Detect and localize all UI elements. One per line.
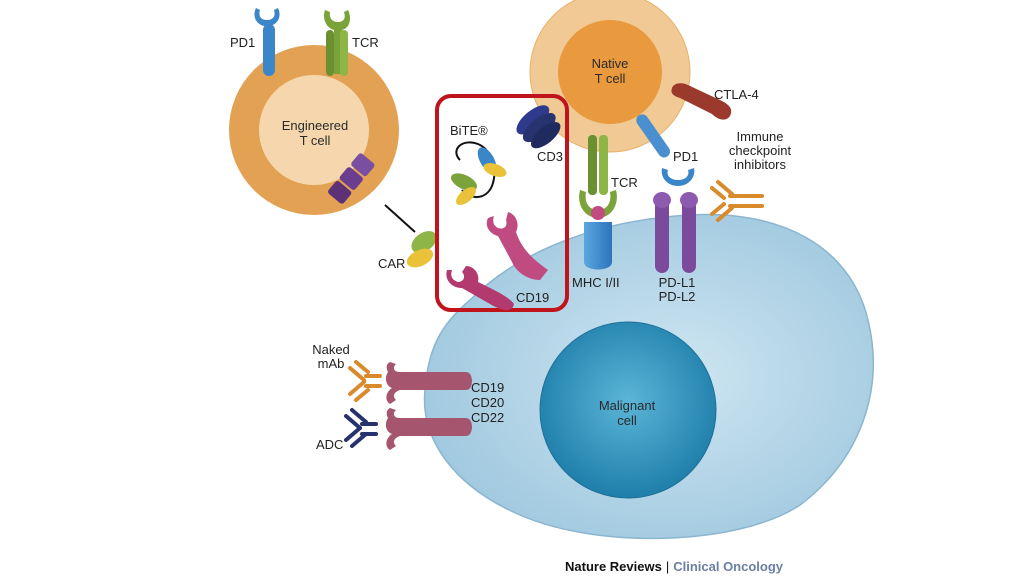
naked-mab-label: Naked mAb bbox=[312, 342, 350, 371]
mhc-label: MHC I/II bbox=[572, 275, 620, 290]
pd-ligands-icon bbox=[653, 192, 698, 273]
cd3-receptor-icon bbox=[516, 105, 561, 149]
malignant-nucleus bbox=[539, 321, 717, 499]
engineered-t-cell-label: Engineered T cell bbox=[281, 118, 349, 148]
cd3-label: CD3 bbox=[537, 149, 564, 164]
pd1-native-receptor-icon bbox=[636, 114, 695, 186]
car-label: CAR bbox=[378, 256, 406, 271]
malignant-cell-label: Malignant cell bbox=[598, 398, 656, 428]
mhc-molecule-icon bbox=[584, 206, 612, 270]
bite-molecule-icon bbox=[450, 141, 507, 205]
native-t-cell bbox=[529, 0, 691, 153]
immune-checkpoint-label: Immune checkpoint inhibitors bbox=[728, 129, 792, 172]
ctla4-label: CTLA-4 bbox=[714, 87, 759, 102]
ctla4-receptor-icon bbox=[671, 83, 732, 120]
adc-antibody-icon bbox=[344, 408, 378, 448]
naked-mab-antibody-icon bbox=[348, 360, 382, 402]
credit-separator: | bbox=[665, 559, 670, 574]
bite-label: BiTE® bbox=[450, 123, 488, 138]
pd1-receptor-icon bbox=[254, 8, 280, 76]
pd1-top-label: PD1 bbox=[230, 35, 256, 50]
tcr-top-label: TCR bbox=[352, 35, 379, 50]
cd19-car-target-icon bbox=[446, 266, 514, 311]
bite-highlight-box bbox=[435, 94, 569, 312]
cd-marker-top-icon bbox=[385, 362, 472, 404]
cd-marker-bottom-icon bbox=[385, 408, 472, 450]
tcr-native-receptor-icon bbox=[579, 135, 617, 218]
checkpoint-inhibitor-antibody-icon bbox=[710, 180, 764, 222]
cd19-bite-label: CD19 bbox=[516, 290, 550, 305]
car-receptor-icon bbox=[328, 153, 437, 268]
cd-marker-list-label: CD19 CD20 CD22 bbox=[471, 380, 505, 425]
adc-label: ADC bbox=[316, 437, 344, 452]
journal-credit: Nature Reviews|Clinical Oncology bbox=[565, 559, 783, 574]
malignant-cell bbox=[423, 213, 874, 540]
cd19-bite-target-icon bbox=[486, 212, 548, 280]
journal-section: Clinical Oncology bbox=[673, 559, 784, 574]
engineered-t-cell bbox=[229, 45, 399, 215]
pd-ligands-label: PD-L1 PD-L2 bbox=[658, 275, 696, 304]
tcr-receptor-icon bbox=[324, 10, 350, 76]
native-t-cell-label: Native T cell bbox=[591, 56, 629, 86]
tcr-native-label: TCR bbox=[611, 175, 638, 190]
pd1-native-label: PD1 bbox=[673, 149, 699, 164]
journal-name: Nature Reviews bbox=[565, 559, 662, 574]
